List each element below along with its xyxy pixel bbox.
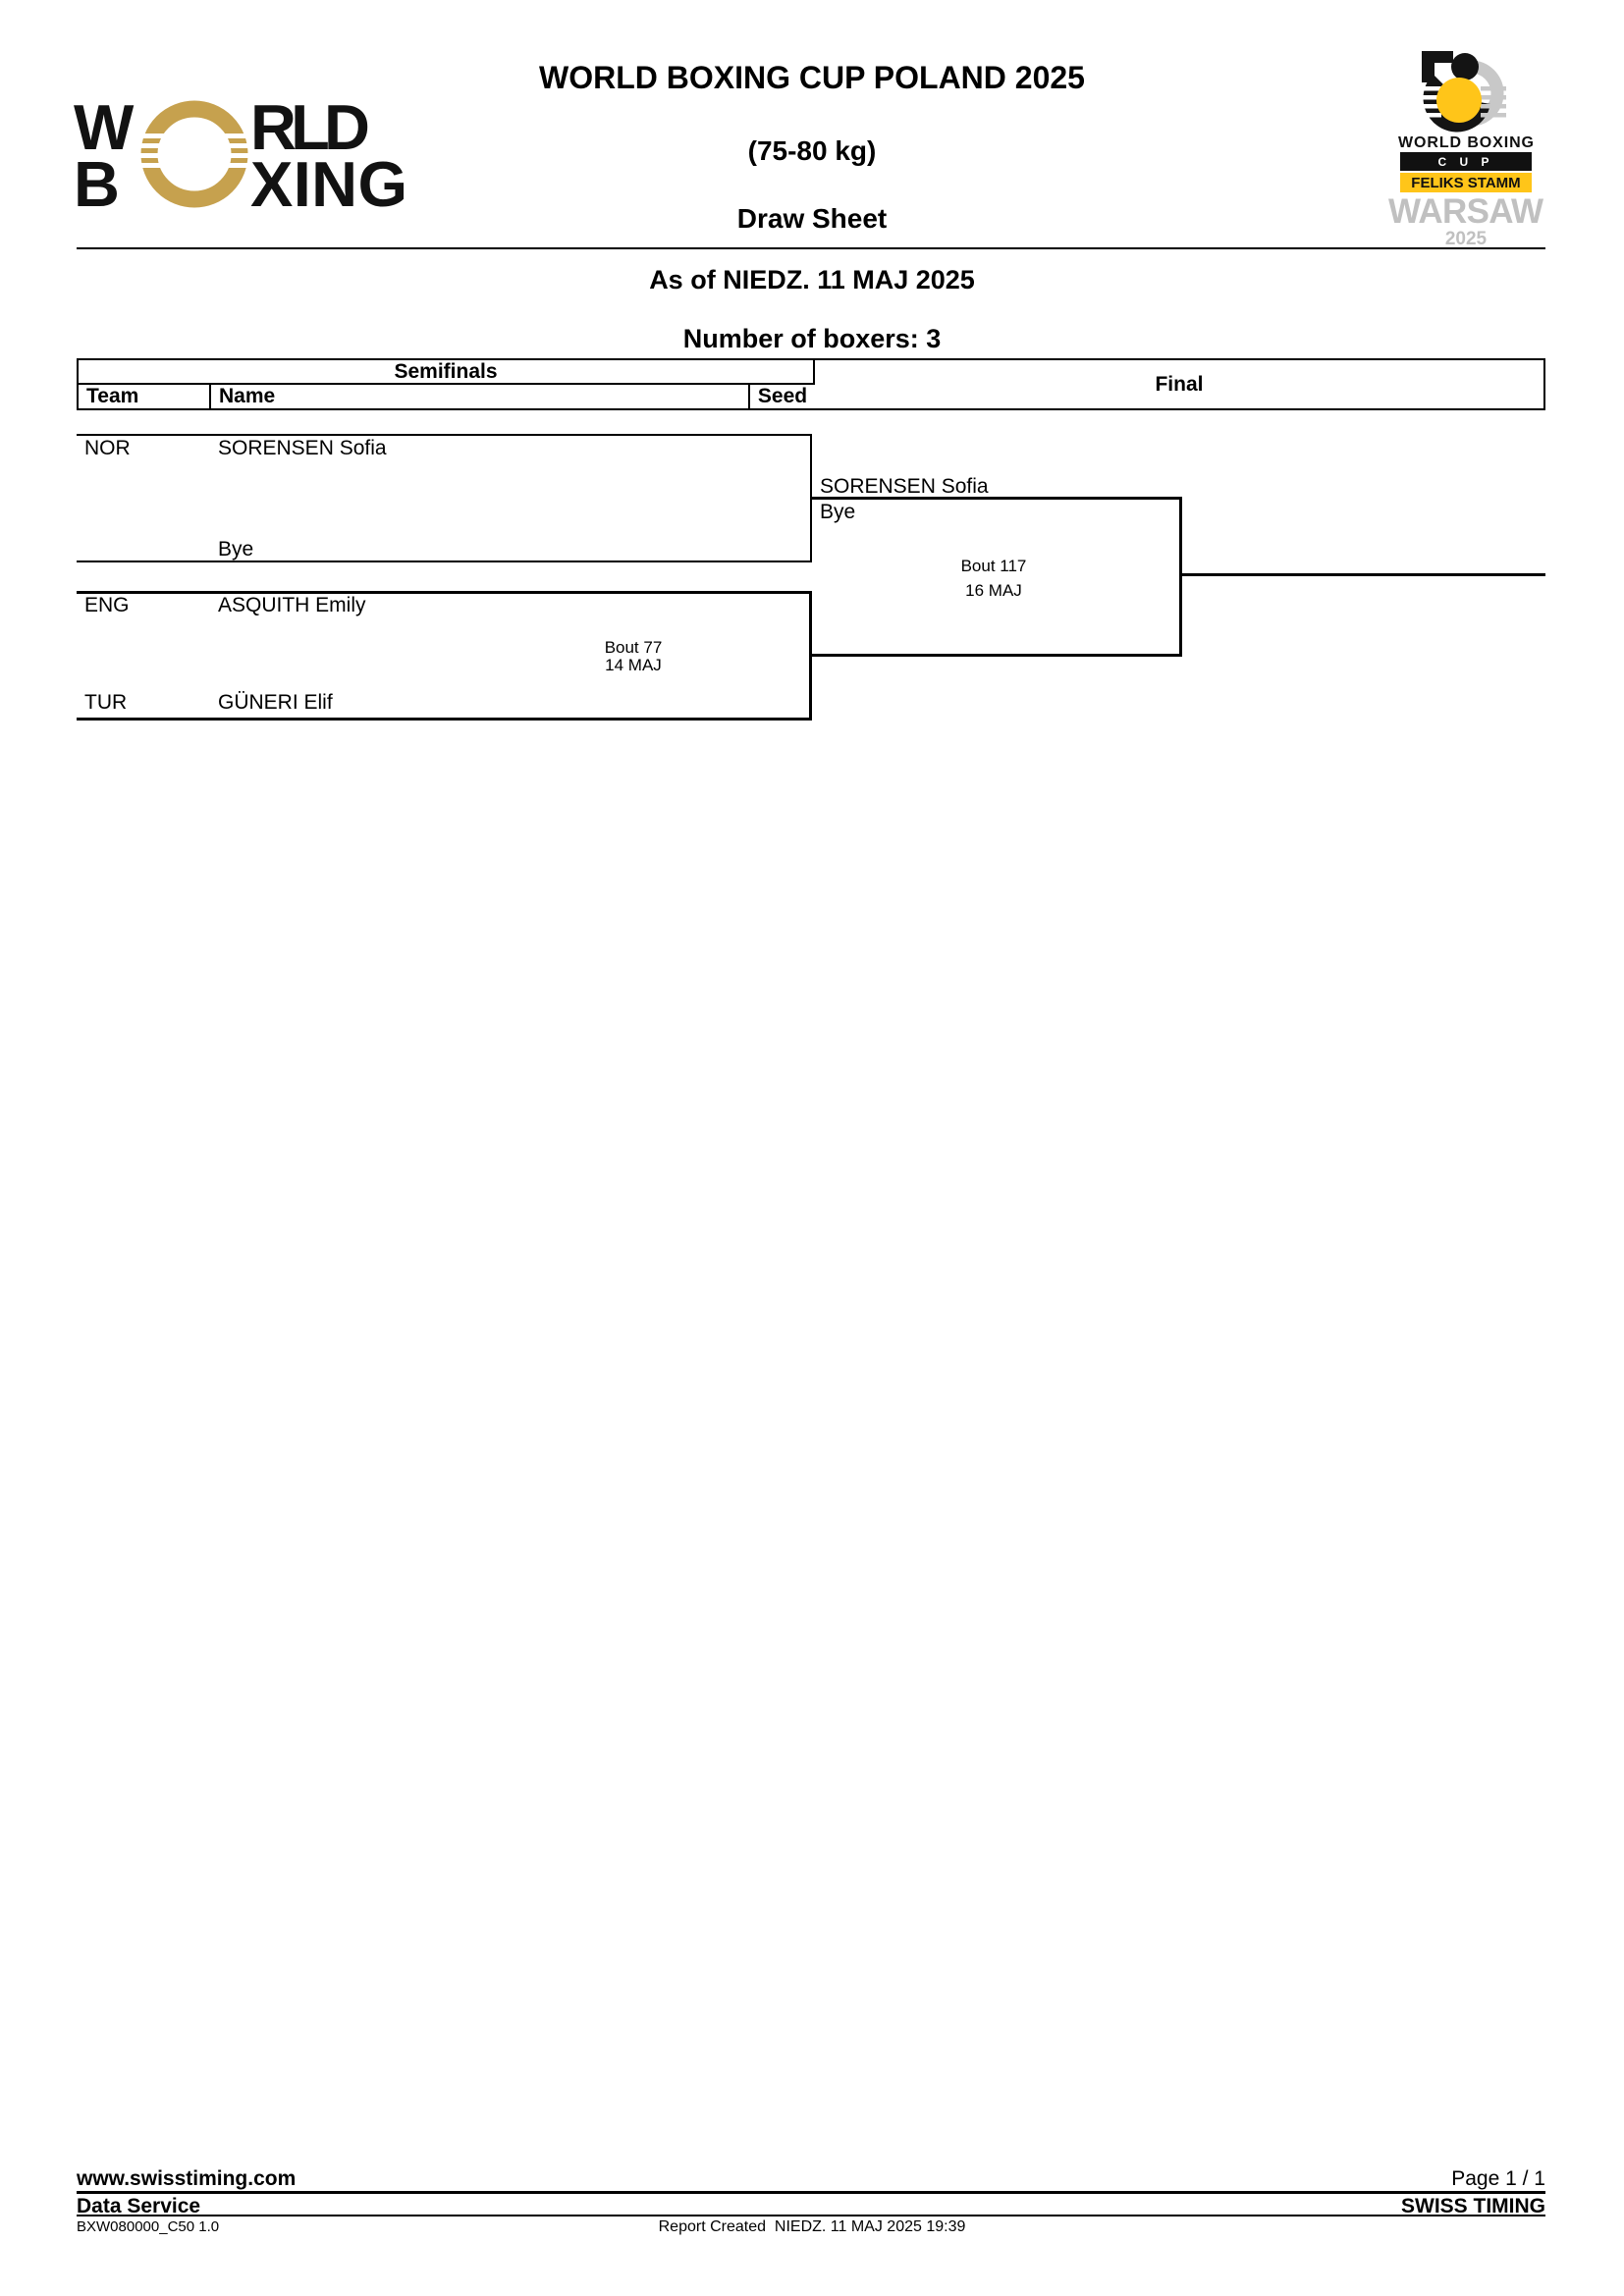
sf2-bottom-team: TUR [84, 691, 128, 714]
seed-column-label: Seed [757, 385, 808, 407]
cup-label: C U P [1437, 155, 1493, 169]
five-black-ball [1451, 53, 1479, 80]
semifinals-label: Semifinals [394, 359, 498, 383]
page-title: WORLD BOXING CUP POLAND 2025 [539, 60, 1085, 95]
five-gray-stripe [1481, 104, 1506, 109]
seed-header-cell: Seed [750, 385, 815, 408]
sf1-top-team: NOR [84, 437, 131, 459]
bracket-line-final-entrant1 [812, 497, 1182, 500]
five-black-arc [1423, 74, 1490, 133]
logo-letters-xing: XING [250, 148, 407, 214]
five-white-stripe [1416, 113, 1441, 118]
five-white-stripe [1416, 86, 1441, 91]
footer-website: www.swisstiming.com [77, 2167, 297, 2190]
bracket-line-sf1-vertical [810, 434, 812, 562]
feliks-stamm-label: FELIKS STAMM [1411, 175, 1520, 191]
name-column-label: Name [219, 385, 276, 407]
five-yellow-ball [1436, 78, 1482, 123]
final-bout-number: Bout 117 [960, 557, 1027, 575]
logo-org-label: WORLD BOXING [1398, 134, 1534, 151]
footer-service: Data Service [77, 2195, 201, 2217]
feliks-stamm-bar [1400, 173, 1532, 192]
bracket-line-sf2-top [77, 591, 812, 594]
cup-bar [1400, 152, 1532, 171]
sf2-bout-date: 14 MAJ [605, 656, 662, 674]
footer-brand: SWISS TIMING [1401, 2195, 1545, 2217]
sf2-bout-number: Bout 77 [604, 638, 663, 657]
final-header-cell: Final [815, 360, 1543, 408]
sf1-bottom-name: Bye [218, 538, 254, 561]
footer-report-created: Report Created NIEDZ. 11 MAJ 2025 19:39 [658, 2218, 966, 2235]
final-label: Final [1155, 372, 1204, 396]
name-header-cell: Name [211, 385, 750, 408]
warsaw-label: WARSAW [1388, 192, 1543, 231]
ring-stripe [126, 153, 263, 158]
final-bout-date: 16 MAJ [965, 581, 1022, 600]
year-label: 2025 [1445, 229, 1488, 249]
bracket-line-sf2-vertical [809, 591, 812, 721]
team-column-label: Team [86, 385, 139, 407]
world-boxing-logo-graphic: W RLD B XING [74, 91, 407, 220]
ring-stripe [126, 133, 263, 138]
bracket-table-header: Semifinals Team Name Seed Final [77, 358, 1545, 410]
ring-stripe [126, 163, 263, 168]
logo-letter-w: W [74, 91, 135, 163]
bracket-line-sf2-winner [812, 654, 1182, 657]
team-header-cell: Team [79, 385, 211, 408]
five-white-stripe [1416, 95, 1441, 100]
boxer-count: Number of boxers: 3 [682, 324, 942, 353]
five-gray-stripe [1481, 95, 1506, 100]
warsaw-cup-logo: WORLD BOXING C U P FELIKS STAMM WARSAW 2… [1382, 27, 1549, 253]
world-boxing-logo: W RLD B XING [74, 57, 437, 220]
footer-report-code: BXW080000_C50 1.0 [77, 2218, 220, 2235]
bracket-line-final-winner [1179, 573, 1545, 576]
final-entrant1-name: SORENSEN Sofia [820, 475, 989, 498]
sf1-top-name: SORENSEN Sofia [218, 437, 387, 459]
sf2-bottom-name: GÜNERI Elif [218, 691, 333, 714]
five-gray-stripe [1481, 113, 1506, 118]
header-rule [77, 247, 1545, 249]
footer-rule-bottom [77, 2215, 1545, 2216]
final-entrant1-result: Bye [820, 501, 856, 523]
semifinals-header-cell: Semifinals [79, 360, 815, 385]
bracket-line-final-vertical [1179, 497, 1182, 657]
sf2-top-team: ENG [84, 594, 130, 616]
logo-letters-rld: RLD [250, 91, 370, 163]
sf2-top-name: ASQUITH Emily [218, 594, 366, 616]
bracket-line-sf2-bottom [77, 718, 812, 721]
bracket-line-sf1-bottom [77, 561, 812, 562]
bracket-line-sf1-top [77, 434, 812, 436]
doc-type: Draw Sheet [736, 203, 888, 234]
footer-page-number: Page 1 / 1 [1451, 2167, 1545, 2190]
five-top-bar [1422, 51, 1453, 63]
five-white-stripe [1416, 104, 1441, 109]
footer-rule-top [77, 2191, 1545, 2194]
five-gray-stripe [1481, 86, 1506, 91]
warsaw-cup-logo-graphic: WORLD BOXING C U P FELIKS STAMM WARSAW 2… [1388, 51, 1543, 249]
logo-letter-b: B [74, 148, 120, 214]
weight-class: (75-80 kg) [747, 135, 877, 166]
as-of-date: As of NIEDZ. 11 MAJ 2025 [649, 265, 975, 294]
ring-stripe [126, 143, 263, 148]
